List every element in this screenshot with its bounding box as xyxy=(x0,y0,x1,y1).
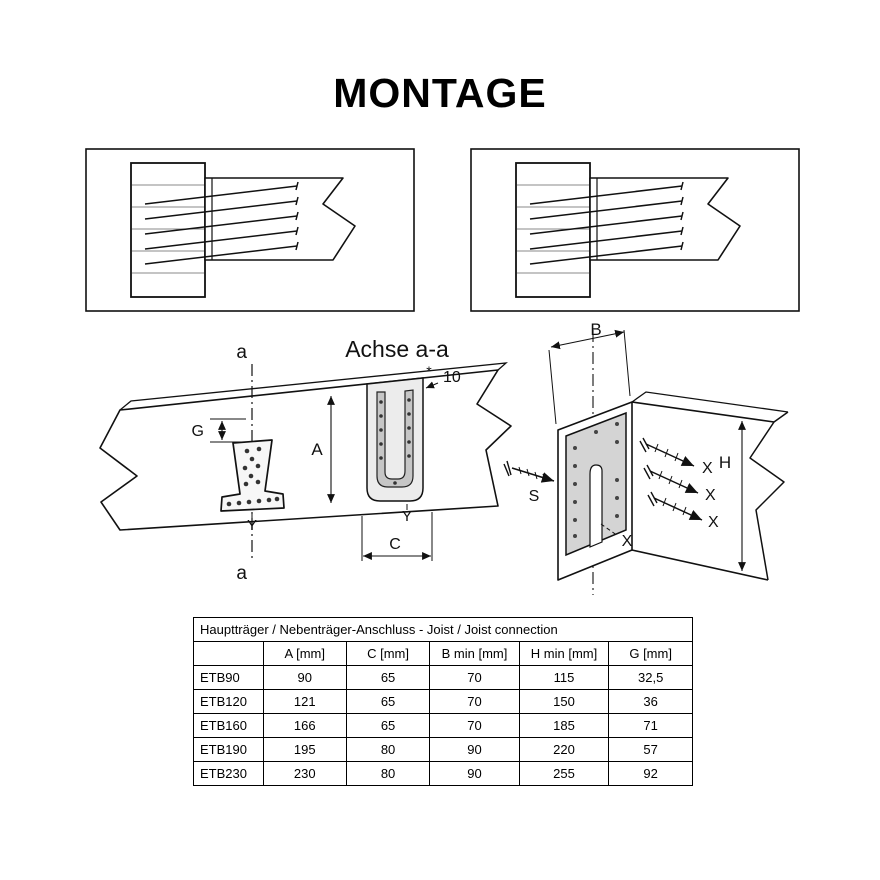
col-header-G: G [mm] xyxy=(608,641,693,666)
cell-C: 65 xyxy=(345,713,431,738)
cell-Bmin: 70 xyxy=(429,665,520,690)
table-title: Hauptträger / Nebenträger-Anschluss - Jo… xyxy=(193,617,693,642)
cell-G: 57 xyxy=(608,737,693,762)
cell-Bmin: 70 xyxy=(429,713,520,738)
label-B: B xyxy=(590,320,601,339)
cell-G: 71 xyxy=(608,713,693,738)
beam-top-face-edge xyxy=(119,362,508,411)
cell-Hmin: 255 xyxy=(518,761,610,786)
post-member xyxy=(130,162,206,298)
plate-section-holes xyxy=(379,398,411,485)
label-star: * xyxy=(426,363,432,379)
dimension-G: G xyxy=(192,418,246,443)
cell-G: 92 xyxy=(608,761,693,786)
cell-C: 65 xyxy=(345,665,431,690)
row-name: ETB120 xyxy=(193,689,264,714)
cell-C: 80 xyxy=(345,737,431,762)
cell-C: 80 xyxy=(345,761,431,786)
dimension-table: Hauptträger / Nebenträger-Anschluss - Jo… xyxy=(193,617,693,786)
main-beam-drawing: a a Achse a-a G xyxy=(99,336,512,584)
cell-G: 32,5 xyxy=(608,665,693,690)
dimension-A: A xyxy=(311,396,335,503)
section-title: Achse a-a xyxy=(345,336,449,362)
cell-Bmin: 90 xyxy=(429,737,520,762)
label-a-top: a xyxy=(236,342,247,363)
dimension-B: B xyxy=(548,320,631,425)
plate-holes xyxy=(226,446,280,507)
label-G: G xyxy=(192,423,204,440)
table-row: ETB160 166 65 70 185 71 xyxy=(193,713,693,738)
cell-A: 166 xyxy=(262,713,347,738)
beam-outline xyxy=(99,369,512,531)
table-row: ETB190 195 80 90 220 57 xyxy=(193,737,693,762)
x-slot-leader xyxy=(600,523,619,537)
screw-X1 xyxy=(639,437,695,467)
table-header-row: A [mm] C [mm] B min [mm] H min [mm] G [m… xyxy=(193,641,693,666)
cell-G: 36 xyxy=(608,689,693,714)
table-row: ETB230 230 80 90 255 92 xyxy=(193,761,693,786)
cell-Bmin: 70 xyxy=(429,689,520,714)
cell-A: 195 xyxy=(262,737,347,762)
label-S: S xyxy=(529,488,540,505)
cell-Hmin: 185 xyxy=(518,713,610,738)
cell-A: 90 xyxy=(262,665,347,690)
nails xyxy=(529,181,684,265)
table-row: ETB90 90 65 70 115 32,5 xyxy=(193,665,693,690)
col-header-A: A [mm] xyxy=(262,641,347,666)
label-X1: X xyxy=(702,460,713,477)
label-X3: X xyxy=(708,514,719,531)
perspective-drawing: B H xyxy=(503,320,789,595)
cell-Bmin: 90 xyxy=(429,761,520,786)
plate-holes xyxy=(573,422,619,538)
nails xyxy=(144,181,299,265)
label-a-bottom: a xyxy=(236,563,247,584)
table-title-row: Hauptträger / Nebenträger-Anschluss - Jo… xyxy=(193,617,693,642)
row-name: ETB190 xyxy=(193,737,264,762)
label-H: H xyxy=(719,453,731,472)
screw-S xyxy=(503,460,555,483)
plate-slot xyxy=(589,464,603,548)
cell-Hmin: 150 xyxy=(518,689,610,714)
label-X2: X xyxy=(705,487,716,504)
page-title: MONTAGE xyxy=(333,70,547,116)
col-header-C: C [mm] xyxy=(345,641,431,666)
label-X-slot: X xyxy=(622,533,633,550)
screw-X3 xyxy=(647,491,703,521)
label-C: C xyxy=(389,536,401,553)
t-plate-front xyxy=(220,439,285,512)
assembly-drawing: a a Achse a-a G xyxy=(99,320,789,595)
joist-member xyxy=(204,177,356,261)
col-header-Bmin: B min [mm] xyxy=(429,641,520,666)
cell-C: 65 xyxy=(345,689,431,714)
cell-A: 230 xyxy=(262,761,347,786)
section-view xyxy=(366,377,424,502)
cell-Hmin: 115 xyxy=(518,665,610,690)
dimension-10: 10 * xyxy=(425,363,461,389)
label-10: 10 xyxy=(443,369,461,386)
dimension-C: C xyxy=(361,512,433,561)
col-header-name xyxy=(193,641,264,666)
screw-X2 xyxy=(643,464,699,494)
row-name: ETB160 xyxy=(193,713,264,738)
label-A: A xyxy=(311,440,323,459)
label-Y-left: Y xyxy=(247,517,257,534)
detail-box-left xyxy=(85,148,415,312)
cell-A: 121 xyxy=(262,689,347,714)
detail-box-right xyxy=(470,148,800,312)
label-Y-right: Y xyxy=(402,508,412,525)
joist-member xyxy=(589,177,741,261)
connector-plate xyxy=(565,411,627,557)
col-header-Hmin: H min [mm] xyxy=(518,641,610,666)
row-name: ETB230 xyxy=(193,761,264,786)
post-member xyxy=(515,162,591,298)
dimension-H: H xyxy=(719,421,746,571)
cell-Hmin: 220 xyxy=(518,737,610,762)
table-row: ETB120 121 65 70 150 36 xyxy=(193,689,693,714)
row-name: ETB90 xyxy=(193,665,264,690)
